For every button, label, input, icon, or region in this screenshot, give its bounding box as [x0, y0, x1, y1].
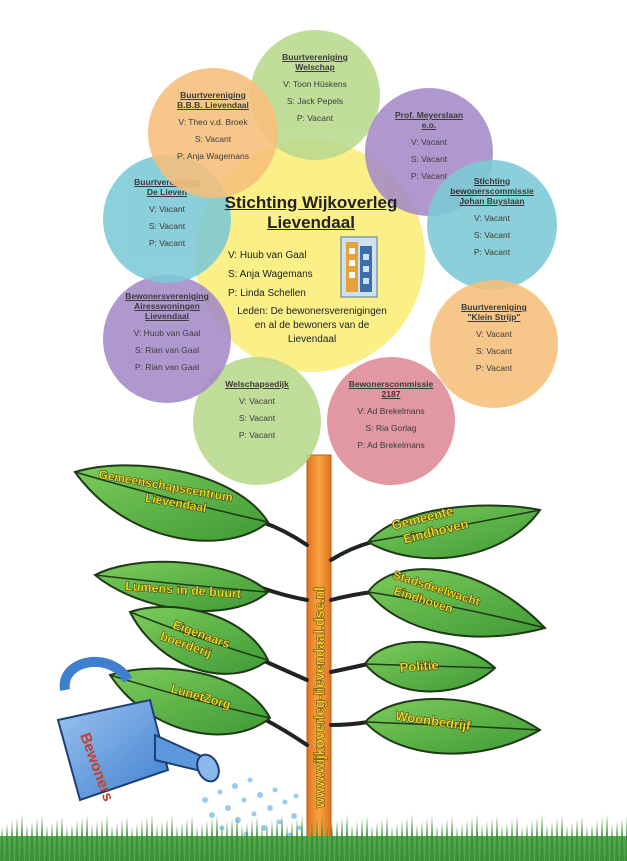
- center-role-v: V: Huub van Gaal: [228, 250, 307, 261]
- petal-title: B.B.B. Lievendaal: [177, 100, 249, 110]
- petal-title: Lievendaal: [145, 311, 189, 321]
- petal-role-line: S: Ria Gorlag: [365, 423, 417, 433]
- petal-title: Bewonerscommissie: [348, 379, 434, 389]
- petal-title: 2187: [381, 389, 401, 399]
- watering-can: [56, 657, 220, 802]
- center-role-p: P: Linda Schellen: [228, 288, 306, 299]
- petal-role-line: V: Huub van Gaal: [133, 328, 201, 338]
- petal-role-line: S: Vacant: [238, 413, 276, 423]
- petal-role-line: P: Vacant: [473, 247, 511, 257]
- petal-role-line: P: Anja Wagemans: [177, 151, 249, 161]
- petal-role-line: S: Jack Pepels: [286, 96, 344, 106]
- petal-role-line: S: Vacant: [194, 134, 232, 144]
- left-leaves: [73, 464, 272, 736]
- stem: [306, 454, 332, 851]
- petal-title: bewonerscommissie: [450, 186, 534, 196]
- petal-title: Airesswoningen: [134, 301, 200, 311]
- center-members-line-1: Leden: De bewonersverenigingen: [237, 306, 387, 317]
- petal-role-line: S: Rian van Gaal: [134, 345, 200, 355]
- petal-role-line: P: Rian van Gaal: [134, 362, 200, 372]
- center-title-line-2: Lievendaal: [267, 213, 355, 232]
- petal-title: Buurtvereniging: [180, 90, 246, 100]
- petal-role-line: V: Vacant: [476, 329, 512, 339]
- petal-title: Welschap: [295, 62, 335, 72]
- petal-title: Welschapsedijk: [225, 379, 289, 389]
- grass: [0, 814, 627, 861]
- petal-title: "Klein Strijp": [467, 312, 521, 322]
- petal-role-line: P: Vacant: [410, 171, 448, 181]
- petal-role-line: V: Vacant: [149, 204, 185, 214]
- petal-role-line: V: Vacant: [411, 137, 447, 147]
- leaf-label-politie: Politie: [399, 657, 439, 675]
- petal-role-line: P: Vacant: [238, 430, 276, 440]
- petal-role-line: P: Vacant: [148, 238, 186, 248]
- petal-role-line: S: Vacant: [148, 221, 186, 231]
- petal-title: Buurtvereniging: [134, 177, 200, 187]
- petal-title: Prof. Meyerslaan: [394, 110, 464, 120]
- center-title-line-1: Stichting Wijkoverleg: [224, 193, 398, 212]
- center-members-line-3: Lievendaal: [287, 334, 337, 345]
- petal-role-line: S: Vacant: [473, 230, 511, 240]
- right-leaves: [363, 504, 547, 755]
- petal-role-line: V: Ad Brekelmans: [357, 406, 425, 416]
- petal-role-line: V: Theo v.d. Broek: [178, 117, 248, 127]
- petal-title: Buurtvereniging: [461, 302, 527, 312]
- petal-role-line: P: Vacant: [296, 113, 334, 123]
- petal-title: Bewonersvereniging: [125, 291, 209, 301]
- petal-role-line: P: Ad Brekelmans: [357, 440, 425, 450]
- petal-role-line: V: Vacant: [474, 213, 510, 223]
- petal-role-line: S: Vacant: [475, 346, 513, 356]
- petal-title: Johan Buyslaan: [459, 196, 525, 206]
- petal-role-line: S: Vacant: [410, 154, 448, 164]
- petal-role-line: V: Toon Hüskens: [283, 79, 347, 89]
- center-building-logo: [340, 236, 378, 298]
- center-role-s: S: Anja Wagemans: [228, 269, 313, 280]
- petal-role-line: V: Vacant: [239, 396, 275, 406]
- petal-role-line: P: Vacant: [475, 363, 513, 373]
- petal-title: Stichting: [473, 176, 511, 186]
- center-members: Leden: De bewonersverenigingen en al de …: [212, 305, 412, 347]
- petal-title: De Lieven: [146, 187, 188, 197]
- petal-title: e.o.: [421, 120, 437, 130]
- center-title: Stichting Wijkoverleg Lievendaal: [205, 193, 417, 233]
- center-roles: V: Huub van Gaal S: Anja Wagemans P: Lin…: [228, 246, 348, 303]
- stem-website-text: www.wijkoverleg-lievendaal.dse.nl: [312, 587, 327, 809]
- petal-title: Buurtvereniging: [282, 52, 348, 62]
- center-members-line-2: en al de bewoners van de: [254, 320, 370, 331]
